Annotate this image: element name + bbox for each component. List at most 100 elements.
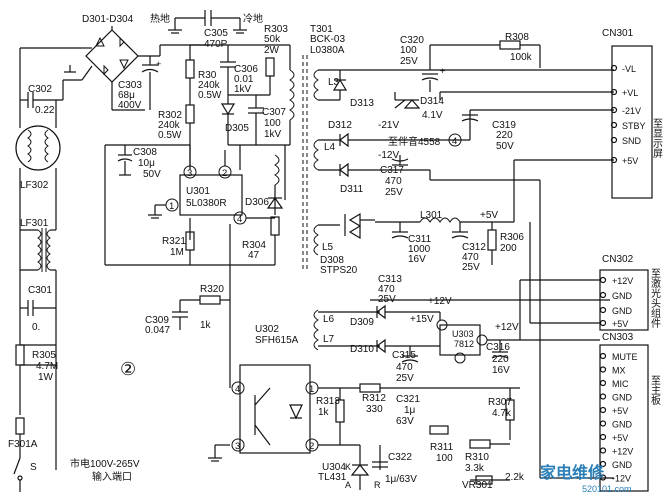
cn303-pin-label: -12V (612, 474, 631, 484)
l301-label: L301 (420, 210, 443, 221)
t301-model-2: L0380A (310, 45, 345, 56)
r320-label: R320 (200, 284, 224, 295)
r303-label: R303 (264, 24, 288, 35)
svg-text:4: 4 (237, 214, 242, 225)
plus12-label: +12V (495, 322, 519, 333)
secondary-plus12-rail: C313 470 25V +12V L6 L7 D309 D310 +15V U… (313, 274, 610, 384)
d312-label: D312 (328, 120, 352, 131)
cn303-pin-4 (599, 406, 607, 414)
svg-text:2: 2 (309, 441, 314, 452)
cn303-label: CN303 (602, 332, 634, 343)
lf301-choke: LF301 (20, 218, 51, 272)
c305-ground-isolation: 热地 冷地 C305 470P (150, 10, 263, 50)
d305-label: D305 (225, 123, 249, 134)
l4-label: L4 (324, 142, 336, 153)
r307-label: R307 (488, 397, 512, 408)
svg-text:4: 4 (235, 384, 240, 395)
c312-label: C312 (462, 242, 486, 253)
cn302-connector: CN302 +12V GND GND +5V 至激光头组件 (519, 222, 661, 340)
c307-label: C307 (262, 107, 286, 118)
svg-text:2: 2 (222, 168, 227, 179)
cn303-pin-label: +5V (612, 406, 628, 416)
c309-label: C309 (145, 315, 169, 326)
tl431-pin-r: R (374, 480, 381, 490)
r313-value: 1k (318, 407, 330, 418)
svg-text:1: 1 (309, 384, 314, 395)
transformer-t301: T301 BCK-03 L0380A L3 L4 L5 (302, 24, 345, 270)
neg21-label: -21V (378, 120, 399, 131)
svg-text:-VL: -VL (622, 64, 636, 74)
r312-value: 330 (366, 404, 383, 415)
watermark-brand: 家电维修 (540, 463, 605, 482)
cn303-pin-5 (599, 420, 607, 427)
r307-value: 4.7k (492, 408, 512, 419)
snubber-network: R30 240k 0.5W R302 240k 0.5W C306 0.01 1… (158, 24, 295, 200)
c311-value-1: 1000 (408, 244, 431, 255)
u304-part: TL431 (318, 472, 347, 483)
r30-value-1: 240k (198, 80, 221, 91)
to-audio-label: 至伴音4558 (388, 135, 441, 148)
vr301-value: 2.2k (505, 472, 525, 483)
r306-value: 200 (500, 243, 517, 254)
d314-label: D314 (420, 96, 444, 107)
cn303-pin-label: GND (612, 460, 633, 470)
c320-value-1: 100 (400, 45, 417, 56)
svg-text:3: 3 (187, 168, 192, 179)
l3-label: L3 (328, 77, 340, 88)
cn301-label: CN301 (602, 28, 634, 39)
c319-value-2: 50V (496, 141, 514, 152)
d310-label: D310 (350, 344, 374, 355)
svg-text:+12V: +12V (612, 276, 633, 286)
plus5-label: +5V (480, 210, 498, 221)
c306-value-1: 0.01 (234, 74, 254, 85)
c303-bulk-cap: + C303 68μ 400V (118, 56, 161, 111)
c303-value-1: 68μ (118, 90, 135, 101)
hot-ground-label: 热地 (150, 12, 170, 25)
cn301-dest: 至显示屏 (651, 118, 663, 159)
cn303-pin-7 (599, 447, 607, 454)
t301-label: T301 (310, 24, 333, 35)
c321-label: C321 (396, 394, 420, 405)
svg-text:GND: GND (612, 291, 633, 301)
d313-label: D313 (350, 98, 374, 109)
figure-number: ② (120, 359, 136, 379)
svg-text:+5V: +5V (622, 156, 638, 166)
c306-label: C306 (234, 64, 258, 75)
c317-label: C317 (380, 165, 404, 176)
svg-text:SND: SND (622, 136, 642, 146)
mains-input-port-label: 输入端口 (92, 470, 132, 483)
cn303-pin-0 (599, 352, 607, 360)
switch-label: S (30, 462, 37, 473)
secondary-plus5-rail: L301 +5V D308 STPS20 C311 1000 16V C312 … (318, 159, 614, 276)
c315-value-1: 470 (396, 362, 413, 373)
svg-text:GND: GND (612, 306, 633, 316)
c321-value-1: 1μ (404, 405, 416, 416)
cn303-pin-1 (599, 366, 607, 373)
u301-label: U301 (186, 186, 210, 197)
c302-value: 0.22 (35, 105, 55, 116)
c322-label: C322 (388, 452, 412, 463)
c308-value-2: 50V (143, 169, 161, 180)
cn303-pin-2 (599, 379, 607, 387)
r304-value: 47 (248, 250, 260, 261)
c303-value-2: 400V (118, 100, 142, 111)
c311-label: C311 (408, 234, 432, 245)
tl431-pin-a: A (345, 480, 351, 490)
cold-ground-label: 冷地 (243, 12, 263, 25)
lf302-label: LF302 (20, 180, 49, 191)
r305-value-1: 4.7M (36, 361, 58, 372)
svg-text:STBY: STBY (622, 121, 646, 131)
c321-value-2: 63V (396, 416, 414, 427)
r305-label: R305 (32, 350, 56, 361)
c312-value-2: 25V (462, 262, 480, 273)
c315-value-2: 25V (396, 373, 414, 384)
r312-label: R312 (362, 393, 386, 404)
secondary-vl-rail: C320 100 25V + R308 100k D313 D314 4.1V (318, 32, 614, 121)
c316-value-2: 16V (492, 365, 510, 376)
u303-label: U303 (452, 329, 474, 339)
cn303-pin-3 (599, 393, 607, 400)
c316-value-1: 220 (492, 354, 509, 365)
c305-label: C305 (204, 28, 228, 39)
cn302-label: CN302 (602, 254, 634, 265)
